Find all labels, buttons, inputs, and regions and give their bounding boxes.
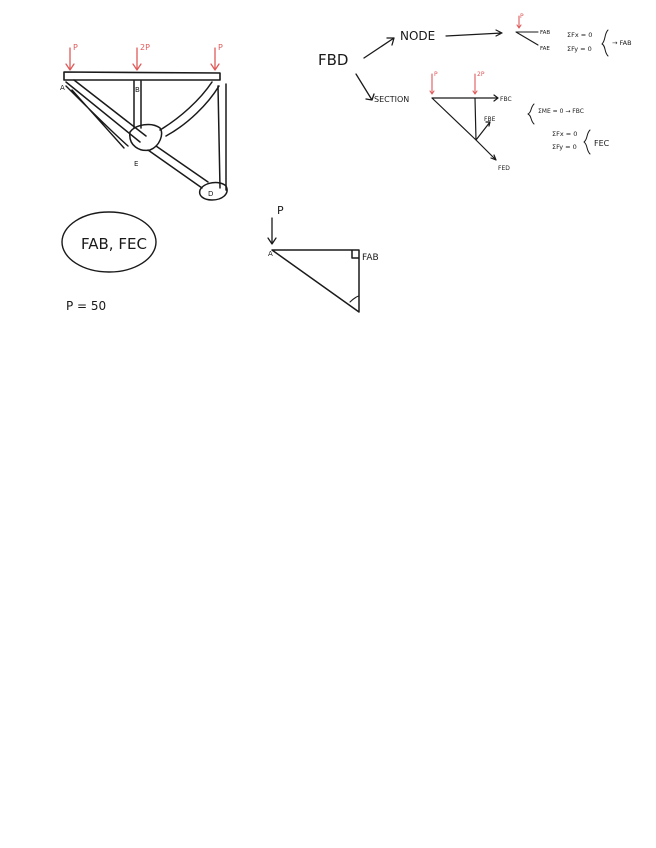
node-load-label: P xyxy=(520,13,524,20)
node-d xyxy=(198,181,228,201)
triangle-outline xyxy=(271,249,360,313)
goal-note: FAB, FEC P = 50 xyxy=(61,211,157,313)
node-label: NODE xyxy=(400,29,435,43)
section-force-be: FBE xyxy=(484,116,496,123)
node-result: → FAB xyxy=(612,39,632,47)
triangle-load-arrow xyxy=(267,217,277,245)
node-eq-2: ΣFy = 0 xyxy=(567,45,592,53)
triangle-force-label: FAB xyxy=(362,253,379,263)
joint-label-b: B xyxy=(135,86,140,94)
node-force-1: FAB xyxy=(540,30,550,36)
section-brace xyxy=(583,129,591,155)
load-label-b: 2P xyxy=(140,43,150,52)
arrow-node-to-fbd xyxy=(445,29,503,37)
given-value: P = 50 xyxy=(66,299,106,313)
goal-unknowns: FAB, FEC xyxy=(81,235,147,253)
section-label: SECTION xyxy=(374,95,409,104)
truss-sketch: P 2P P A B E D xyxy=(60,43,228,201)
section-moment-brace xyxy=(527,103,535,125)
section-load-label-1: P xyxy=(434,71,438,78)
load-arrow-c xyxy=(210,47,220,71)
section-load-arrow-2 xyxy=(472,73,478,95)
node-brace xyxy=(601,29,609,57)
node-eq-1: ΣFx = 0 xyxy=(567,31,592,39)
joint-label-e: E xyxy=(134,160,138,168)
load-arrow-a xyxy=(65,47,75,71)
vertical-cd xyxy=(217,83,227,191)
node-force-2: FAE xyxy=(540,46,550,52)
fbd-tree: FBD NODE P FAB FAE ΣFx = 0 ΣFy = 0 → FAB… xyxy=(318,13,632,172)
vertical-be xyxy=(133,80,142,129)
section-eq-2: ΣFy = 0 xyxy=(552,143,577,151)
arrow-to-section xyxy=(355,73,375,101)
diagonal-ce xyxy=(159,81,220,137)
load-label-a: P xyxy=(73,43,78,52)
fbd-title: FBD xyxy=(318,51,348,69)
section-load-arrow-1 xyxy=(429,73,435,95)
triangle-load-label: P xyxy=(277,204,284,217)
joint-label-a: A xyxy=(60,84,65,92)
load-label-c: P xyxy=(218,43,223,52)
load-arrow-b xyxy=(132,47,142,71)
diagonal-ed xyxy=(147,145,209,189)
top-chord xyxy=(63,71,221,81)
triangle-joint-label: A xyxy=(268,250,273,258)
node-load-arrow xyxy=(516,15,522,29)
triangle-angle-arc xyxy=(349,295,360,303)
node-e xyxy=(129,123,163,152)
goal-ellipse xyxy=(61,211,157,273)
joint-label-d: D xyxy=(208,190,213,198)
section-force-ed: FED xyxy=(498,165,510,172)
section-result: FEC xyxy=(594,139,610,148)
arrow-to-node xyxy=(363,37,395,59)
section-load-label-2: 2P xyxy=(477,71,485,78)
triangle-sketch: P A FAB xyxy=(267,204,379,313)
section-force-bc: FBC xyxy=(500,96,512,103)
node-force-lines xyxy=(515,31,539,46)
section-truss-lines xyxy=(431,94,499,161)
section-eq-1: ΣFx = 0 xyxy=(552,130,577,138)
section-moment-eq: ΣME = 0 → FBC xyxy=(538,108,584,115)
diagonal-lower xyxy=(65,85,129,149)
